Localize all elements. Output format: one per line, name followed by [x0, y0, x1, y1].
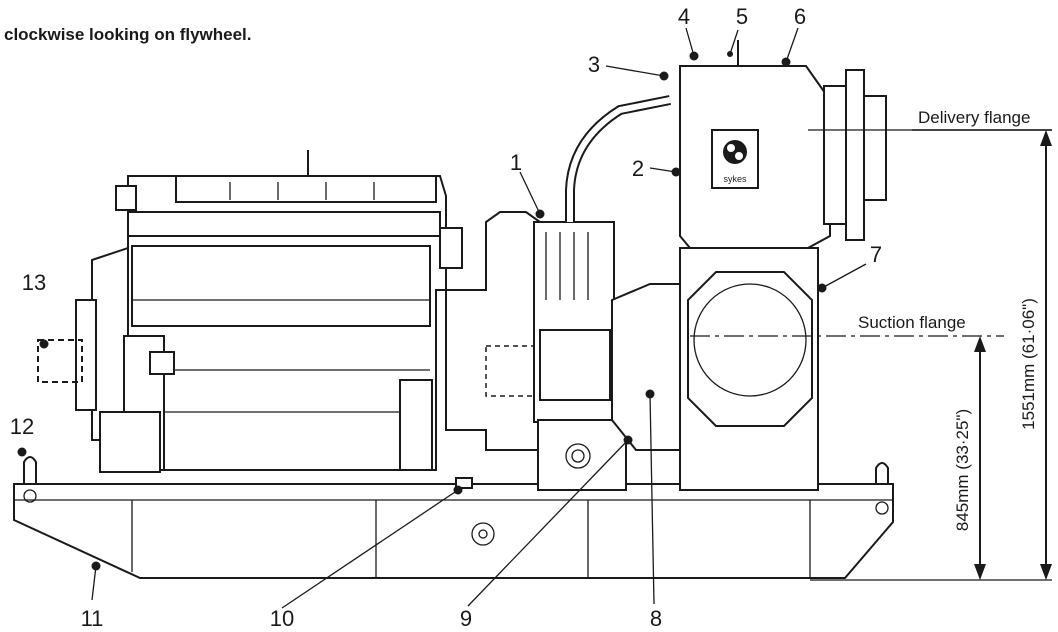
- pump-body: sykes: [679, 40, 887, 491]
- suction-height-label: 845mm (33·25"): [953, 409, 972, 531]
- callout-7: 7: [870, 242, 882, 267]
- brand-label: sykes: [723, 174, 747, 184]
- callout-3: 3: [588, 52, 600, 77]
- callout-1: 1: [510, 150, 522, 175]
- callout-4: 4: [678, 4, 690, 29]
- base-frame: [13, 456, 894, 579]
- callout-12: 12: [10, 414, 34, 439]
- shaft-extension-dashed: [37, 339, 83, 383]
- callout-8: 8: [650, 606, 662, 631]
- callout-6: 6: [794, 4, 806, 29]
- callout-leaders: [17, 27, 867, 609]
- dimension-overall: [1040, 130, 1052, 580]
- callout-10: 10: [270, 606, 294, 631]
- engine: [75, 150, 463, 473]
- callout-5: 5: [736, 4, 748, 29]
- caption-text: clockwise looking on flywheel.: [4, 25, 252, 44]
- callout-2: 2: [632, 156, 644, 181]
- callout-9: 9: [460, 606, 472, 631]
- compressor-unit: [533, 221, 681, 491]
- suction-flange-label: Suction flange: [858, 313, 966, 332]
- callout-11: 11: [81, 606, 104, 631]
- delivery-flange-label: Delivery flange: [918, 108, 1030, 127]
- callout-13: 13: [22, 270, 46, 295]
- air-pipe: [565, 95, 671, 222]
- dimension-suction: [974, 336, 986, 580]
- overall-height-label: 1551mm (61·06"): [1019, 298, 1038, 430]
- callout-numbers: 1 2 3 4 5 6 7 8 9 10 11 12 13: [10, 4, 882, 631]
